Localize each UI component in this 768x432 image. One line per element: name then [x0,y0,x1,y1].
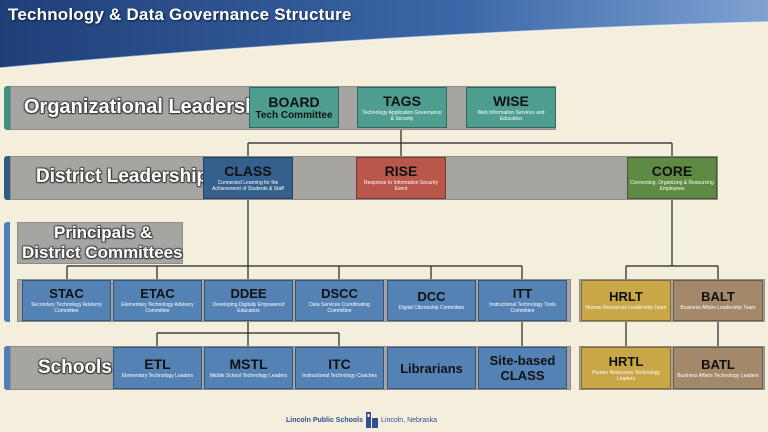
box-tags[interactable]: TAGS Technology Application Governance &… [357,87,447,128]
box-batl-abbr: BATL [701,356,735,372]
box-itc-full: Instructional Technology Coaches [302,373,377,379]
box-tags-full: Technology Application Governance & Secu… [362,109,442,122]
box-itt[interactable]: ITT Instructional Technology Tools Commi… [478,280,567,321]
box-site-based-line2: CLASS [500,368,545,383]
box-stac-full: Secondary Technology Advisory Committee [31,302,102,314]
box-class-full: Connected Learning for the Achievement o… [212,180,284,192]
box-stac-abbr: STAC [49,286,84,301]
box-core[interactable]: CORE Connecting, Organizing & Resourcing… [627,157,717,199]
box-hrlt[interactable]: HRLT Human Resources Leadership Team [581,280,671,321]
box-board-full: Tech Committee [255,109,333,121]
box-wise-full: Web Information Services and Education [477,109,545,122]
box-etac-abbr: ETAC [140,286,175,301]
box-rise[interactable]: RISE Response to Information Security Ev… [356,157,446,199]
box-dcc-abbr: DCC [417,289,446,304]
tier-label-principals-1: Principals & [54,223,153,242]
box-wise[interactable]: WISE Web Information Services and Educat… [466,87,556,128]
box-itt-full: Instructional Technology Tools Committee [489,302,556,314]
box-wise-abbr: WISE [493,92,529,109]
box-class[interactable]: CLASS Connected Learning for the Achieve… [203,157,293,199]
box-itc-abbr: ITC [328,356,351,372]
box-site-based-class[interactable]: Site-based CLASS [478,347,567,389]
box-dscc[interactable]: DSCC Data Services Coordinating Committe… [295,280,384,321]
footer-org: Lincoln Public Schools [286,416,364,424]
box-hrtl[interactable]: HRTL Human Resources Technology Leaders [581,347,671,389]
box-etl-full: Elementary Technology Leaders [121,373,194,379]
tier-accent-schools [4,346,10,390]
box-stac[interactable]: STAC Secondary Technology Advisory Commi… [22,280,111,321]
box-hrlt-abbr: HRLT [609,289,643,304]
box-librarians-abbr: Librarians [400,360,463,376]
box-mstl-abbr: MSTL [229,356,268,372]
box-tags-abbr: TAGS [383,92,421,109]
box-balt[interactable]: BALT Business Affairs Leadership Team [673,280,763,321]
tier-label-organizational: Organizational Leadership [24,96,276,118]
box-ddee-full: Developing Digitally Empowered Educators [212,302,285,314]
box-balt-abbr: BALT [701,289,735,304]
box-hrtl-full: Human Resources Technology Leaders [591,369,660,382]
box-mstl-full: Middle School Technology Leaders [209,373,288,379]
tier-accent-organizational [4,86,10,130]
box-dscc-full: Data Services Coordinating Committee [309,302,370,314]
box-etl[interactable]: ETL Elementary Technology Leaders [113,347,202,389]
box-hrlt-full: Human Resources Leadership Team [585,305,667,311]
box-rise-full: Response to Information Security Event [364,180,438,192]
box-itt-abbr: ITT [512,286,533,301]
lps-logo-icon [366,412,379,428]
box-etac-full: Elementary Technology Advisory Committee [121,302,194,314]
box-etl-abbr: ETL [144,356,171,372]
box-board[interactable]: BOARD Tech Committee [249,87,339,128]
page-title: Technology & Data Governance Structure [8,5,352,24]
tier-label-district: District Leadership [36,166,209,187]
box-site-based-line1: Site-based [489,353,556,368]
box-ddee[interactable]: DDEE Developing Digitally Empowered Educ… [204,280,293,321]
band-principals-label [17,222,183,264]
tier-label-schools: Schools [38,357,112,378]
box-librarians[interactable]: Librarians [387,347,476,389]
box-etac[interactable]: ETAC Elementary Technology Advisory Comm… [113,280,202,321]
box-class-abbr: CLASS [224,163,272,179]
box-batl[interactable]: BATL Business Affairs Technology Leaders [673,347,763,389]
tier-accent-district [4,156,10,200]
box-dscc-abbr: DSCC [321,286,358,301]
header-banner: Technology & Data Governance Structure [0,0,768,70]
box-dcc[interactable]: DCC Digital Citizenship Committee [387,280,476,321]
footer: Lincoln Public Schools Lincoln, Nebraska [286,412,437,428]
tier-accent-principals [4,222,10,322]
box-board-abbr: BOARD [268,93,320,110]
box-dcc-full: Digital Citizenship Committee [398,305,465,311]
box-core-abbr: CORE [651,163,693,179]
box-batl-full: Business Affairs Technology Leaders [677,372,759,379]
box-itc[interactable]: ITC Instructional Technology Coaches [295,347,384,389]
box-ddee-abbr: DDEE [230,286,267,301]
box-core-full: Connecting, Organizing & Resourcing Empl… [630,180,714,192]
box-balt-full: Business Affairs Leadership Team [680,305,756,311]
box-hrtl-abbr: HRTL [608,353,644,369]
box-rise-abbr: RISE [384,163,418,179]
footer-city: Lincoln, Nebraska [381,416,438,424]
tier-label-principals-2: District Committees [22,243,183,262]
box-mstl[interactable]: MSTL Middle School Technology Leaders [204,347,293,389]
